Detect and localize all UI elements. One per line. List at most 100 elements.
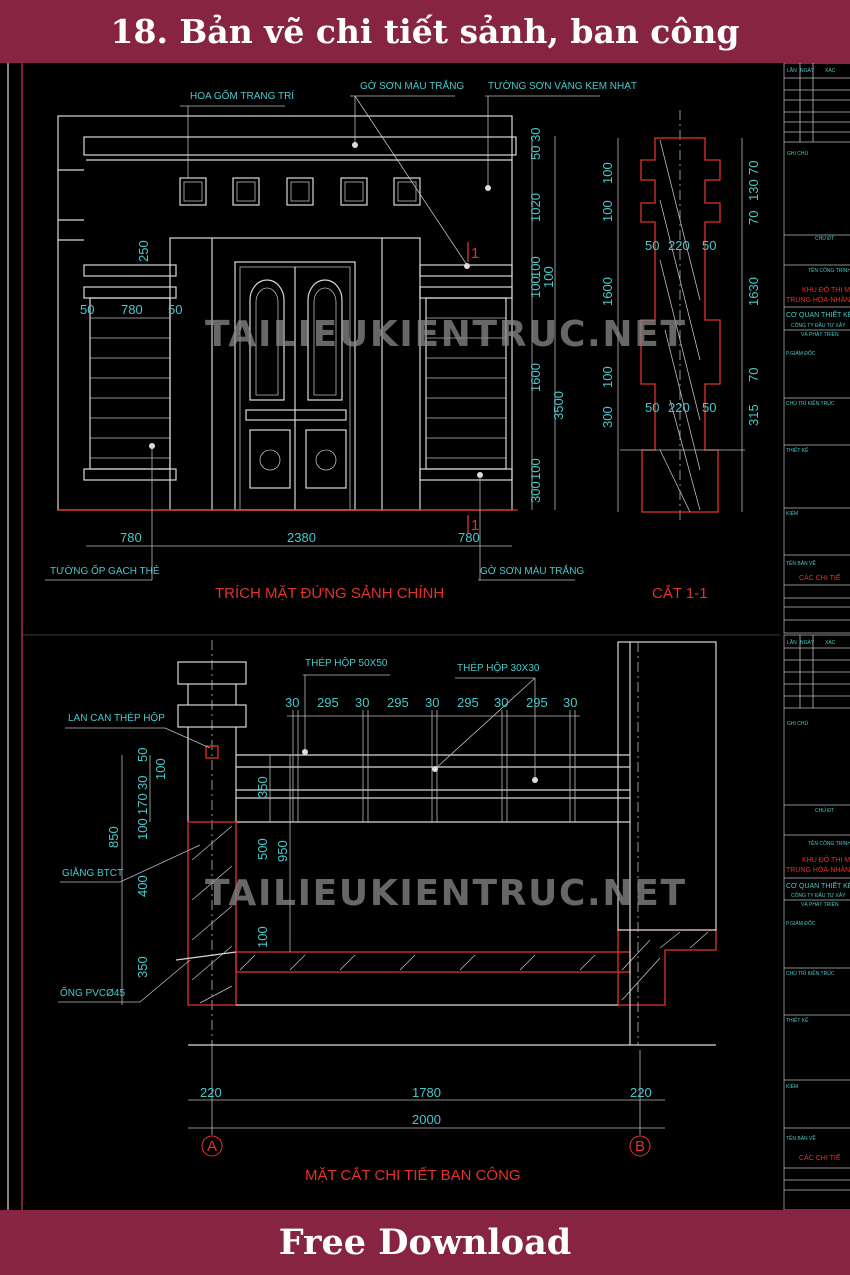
dim: 100 bbox=[528, 458, 543, 480]
dim: 780 bbox=[121, 302, 143, 317]
section-1-1: 100 100 1600 100 300 70 130 70 1630 70 3… bbox=[600, 110, 761, 602]
balcony-title: MẶT CẮT CHI TIẾT BAN CÔNG bbox=[305, 1166, 521, 1184]
dim: 500 bbox=[255, 838, 270, 860]
cad-line bbox=[255, 287, 279, 396]
dim: 170 bbox=[135, 793, 150, 815]
label-ledge-2: GỜ SƠN MÀU TRẮNG bbox=[480, 564, 584, 577]
cad-line bbox=[183, 181, 203, 202]
cad-line bbox=[432, 766, 438, 772]
cad-line bbox=[191, 825, 233, 1004]
axis-b: B bbox=[635, 1138, 645, 1155]
cad-line bbox=[305, 429, 347, 489]
dim: 70 bbox=[746, 161, 761, 175]
cad-line bbox=[629, 1135, 651, 1157]
dim: 315 bbox=[746, 404, 761, 426]
cad-line bbox=[344, 181, 364, 202]
cad-line bbox=[286, 177, 314, 206]
axis-a: A bbox=[207, 1138, 217, 1155]
section-mark-bottom: 1 bbox=[471, 517, 479, 534]
dim: 2380 bbox=[287, 530, 316, 545]
dim: 100 bbox=[135, 818, 150, 840]
tb-owner: CHỦ ĐT bbox=[815, 235, 834, 242]
cad-line bbox=[83, 136, 517, 156]
cad-line bbox=[419, 286, 513, 299]
cad-line bbox=[205, 745, 219, 759]
dim: 130 bbox=[746, 179, 761, 201]
dim: 780 bbox=[458, 530, 480, 545]
tb-notes: GHI CHÚ bbox=[787, 720, 809, 727]
label-pipe: ỐNG PVCØ45 bbox=[60, 985, 125, 999]
tb-designer-label: CƠ QUAN THIẾT KẾ bbox=[786, 309, 850, 319]
dim: 50 bbox=[645, 238, 659, 253]
cad-line bbox=[419, 468, 513, 481]
dim: 100 bbox=[541, 266, 556, 288]
tb-project-label: TÊN CÔNG TRÌNH bbox=[808, 266, 850, 274]
cad-line bbox=[83, 286, 177, 299]
dim: 295 bbox=[387, 695, 409, 710]
cad-line bbox=[119, 844, 201, 883]
pillar-right bbox=[419, 264, 513, 481]
dim: 220 bbox=[668, 238, 690, 253]
tb-designer-label: CƠ QUAN THIẾT KẾ bbox=[786, 880, 850, 890]
tb-drawing: CÁC CHI TIẾ bbox=[799, 1152, 841, 1162]
dim: 295 bbox=[317, 695, 339, 710]
tb-drawing-label: TÊN BẢN VẼ bbox=[786, 559, 816, 567]
cad-line bbox=[784, 635, 850, 1191]
cad-line bbox=[621, 931, 709, 1001]
dim: 30 bbox=[135, 776, 150, 790]
tb-designer: VÀ PHÁT TRIỂN bbox=[801, 331, 839, 338]
dim: 50 bbox=[702, 238, 716, 253]
dim: 295 bbox=[457, 695, 479, 710]
tb-check: KIỂM bbox=[786, 510, 798, 517]
dim: 50 30 bbox=[528, 127, 543, 160]
section-title: CẮT 1-1 bbox=[652, 584, 708, 602]
cad-line bbox=[245, 409, 347, 421]
dim: 30 bbox=[355, 695, 369, 710]
cad-line bbox=[89, 297, 171, 470]
tb-director: P.GIÁM ĐỐC bbox=[786, 350, 816, 357]
section-mark-top: 1 bbox=[471, 245, 479, 262]
dim: 100 bbox=[528, 276, 543, 298]
dim: 3500 bbox=[551, 391, 566, 420]
dim: 850 bbox=[106, 826, 121, 848]
cad-line bbox=[659, 139, 701, 513]
cad-line bbox=[235, 951, 631, 973]
cad-line bbox=[434, 677, 536, 770]
cad-line bbox=[290, 181, 310, 202]
tb-project: TRUNG HÒA-NHÂN bbox=[786, 295, 850, 304]
watermark: TAILIEUKIENTRUC.NET bbox=[205, 314, 685, 355]
cad-line bbox=[354, 95, 468, 266]
dim: 100 bbox=[600, 162, 615, 184]
free-download-button[interactable]: Free Download bbox=[0, 1210, 850, 1275]
cad-line bbox=[249, 429, 291, 489]
dim: 70 bbox=[746, 368, 761, 382]
tb-director: P.GIÁM ĐỐC bbox=[786, 920, 816, 927]
cad-line bbox=[236, 754, 630, 823]
door bbox=[169, 237, 421, 511]
cad-line bbox=[340, 177, 368, 206]
elevation-drawing: HOA GỐM TRANG TRÍ GỜ SƠN MÀU TRẮNG TƯỜNG… bbox=[45, 79, 637, 602]
elevation-title: TRÍCH MẶT ĐỨNG SẢNH CHÍNH bbox=[215, 585, 444, 602]
cad-line bbox=[393, 177, 421, 206]
dim: 780 bbox=[120, 530, 142, 545]
tb-project: TRUNG HÒA-NHÂN bbox=[786, 865, 850, 874]
cad-line bbox=[464, 263, 470, 269]
tb-notes: GHI CHÚ bbox=[787, 150, 809, 157]
cad-line bbox=[177, 704, 247, 728]
cad-line bbox=[532, 777, 538, 783]
cad-line bbox=[83, 468, 177, 481]
balcony-section: THÉP HỘP 50X50 THÉP HỘP 30X30 LAN CAN TH… bbox=[58, 640, 717, 1184]
dim: 100 bbox=[528, 256, 543, 278]
cad-line bbox=[397, 181, 417, 202]
tb-arch: CHỦ TRÌ KIẾN TRÚC bbox=[786, 400, 835, 407]
label-tile: TƯỜNG ỐP GẠCH THẺ bbox=[50, 563, 160, 577]
cad-line bbox=[175, 951, 237, 961]
dim: 70 bbox=[746, 211, 761, 225]
tb-design: THIẾT KẾ bbox=[786, 1017, 809, 1024]
cad-line bbox=[313, 287, 337, 396]
dim: 50 bbox=[645, 400, 659, 415]
cad-line bbox=[426, 317, 506, 459]
cad-line bbox=[259, 449, 281, 471]
cad-line bbox=[617, 641, 717, 931]
